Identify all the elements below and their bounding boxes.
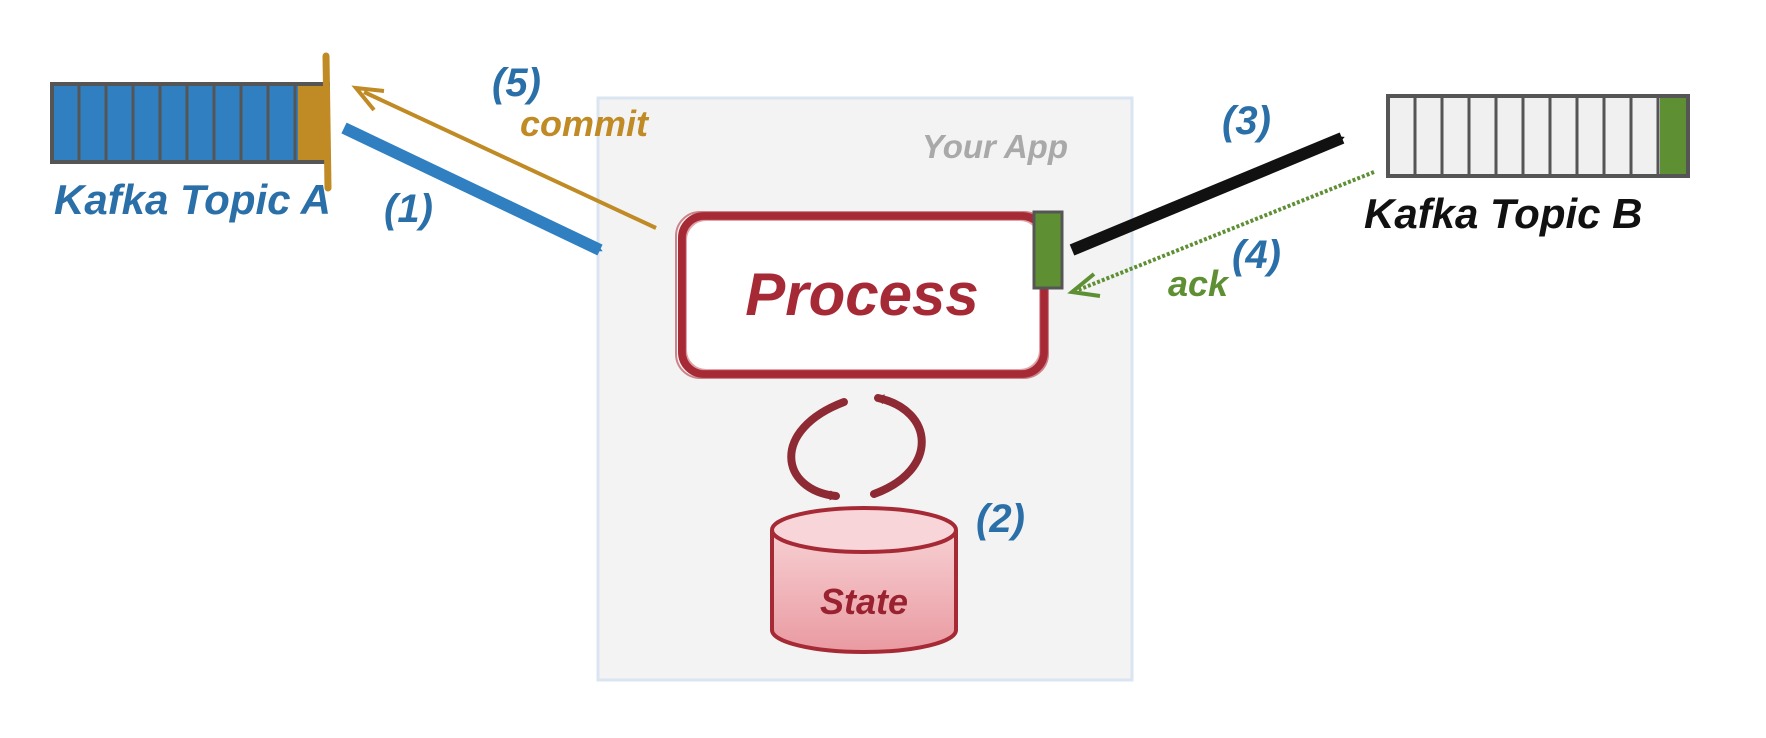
ack-label: ack xyxy=(1168,263,1230,304)
kafka-topic-a-label: Kafka Topic A xyxy=(54,176,331,223)
step-1-label: (1) xyxy=(384,187,433,231)
topic-a-offset-marker xyxy=(298,86,326,160)
kafka-topic-b: Kafka Topic B xyxy=(1364,94,1690,237)
step-4-label: (4) xyxy=(1232,233,1281,277)
consume-arrow xyxy=(341,122,603,256)
process-output-marker xyxy=(1032,210,1064,290)
kafka-topic-a: Kafka Topic A xyxy=(50,52,332,223)
commit-offset-line xyxy=(322,52,332,192)
ack-arrow xyxy=(1067,170,1375,298)
produce-arrow xyxy=(1069,132,1345,256)
your-app-label: Your App xyxy=(922,128,1068,165)
kafka-topic-b-label: Kafka Topic B xyxy=(1364,190,1643,237)
topic-b-new-record xyxy=(1660,98,1686,174)
commit-label: commit xyxy=(520,103,650,144)
state-cycle-arrows xyxy=(787,394,926,501)
step-5-label: (5) xyxy=(492,61,541,105)
state-label: State xyxy=(820,581,908,622)
process-label: Process xyxy=(745,261,979,328)
state-store: State xyxy=(770,506,958,654)
step-2-label: (2) xyxy=(976,497,1025,541)
step-3-label: (3) xyxy=(1222,99,1271,143)
commit-arrow xyxy=(351,85,657,230)
process-box: Process xyxy=(675,210,1064,379)
